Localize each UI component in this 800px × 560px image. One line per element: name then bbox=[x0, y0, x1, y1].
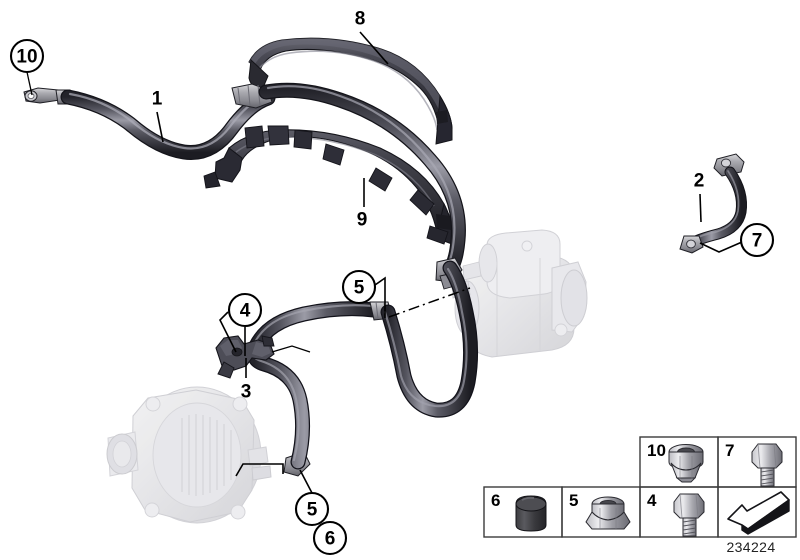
leader-5-bot-bracket bbox=[235, 463, 284, 477]
legend-number-4: 4 bbox=[647, 491, 657, 510]
callout-5-top[interactable]: 5 bbox=[341, 269, 377, 305]
rubber-cap-icon bbox=[515, 495, 547, 532]
callout-5-top-label: 5 bbox=[354, 278, 365, 299]
legend-cell-4[interactable]: 4 bbox=[647, 491, 705, 537]
part-2-ground-strap bbox=[679, 153, 747, 254]
callout-3-label: 3 bbox=[241, 382, 252, 403]
arrow-direction-icon bbox=[727, 491, 790, 535]
legend-number-6: 6 bbox=[491, 491, 500, 510]
callout-5-bottom-label: 5 bbox=[307, 500, 318, 521]
callout-9-label: 9 bbox=[357, 210, 368, 231]
callout-2-label: 2 bbox=[694, 171, 705, 192]
callout-6[interactable]: 6 bbox=[312, 520, 348, 556]
callout-8[interactable]: 8 bbox=[355, 9, 366, 30]
leader-3-pointer bbox=[271, 345, 311, 353]
alternator-ghost bbox=[106, 386, 272, 524]
callout-10-label: 10 bbox=[16, 47, 37, 68]
leader-2 bbox=[699, 193, 702, 223]
leader-5-bot bbox=[299, 469, 313, 494]
diagram-id-number: 234224 bbox=[726, 539, 775, 555]
legend-cell-10[interactable]: 10 bbox=[647, 441, 704, 483]
legend-cell-arrow[interactable] bbox=[727, 491, 790, 535]
callout-7[interactable]: 7 bbox=[739, 222, 775, 258]
hex-bolt-icon-7 bbox=[751, 443, 783, 487]
leader-5-top bbox=[374, 276, 386, 318]
leader-4-bracket bbox=[219, 311, 237, 353]
part-9-cable-channel bbox=[203, 125, 454, 245]
callout-6-label: 6 bbox=[325, 529, 336, 550]
leader-10 bbox=[26, 71, 33, 96]
leader-lines bbox=[26, 31, 743, 494]
callout-8-label: 8 bbox=[355, 9, 366, 30]
callout-5-bottom[interactable]: 5 bbox=[294, 491, 330, 527]
leader-1 bbox=[156, 111, 164, 143]
hex-bolt-icon-4 bbox=[673, 493, 705, 537]
leader-5-top-dash bbox=[388, 287, 471, 318]
leader-7 bbox=[699, 241, 743, 253]
legend-number-5: 5 bbox=[569, 491, 578, 510]
legend-cell-6[interactable]: 6 bbox=[491, 491, 547, 532]
callout-3[interactable]: 3 bbox=[241, 382, 252, 403]
callout-10[interactable]: 10 bbox=[9, 38, 45, 74]
callout-9[interactable]: 9 bbox=[357, 210, 368, 231]
legend-number-10: 10 bbox=[647, 441, 666, 460]
callout-1[interactable]: 1 bbox=[152, 89, 163, 110]
leader-8 bbox=[359, 31, 389, 65]
callout-2[interactable]: 2 bbox=[694, 171, 705, 192]
flange-nut-icon bbox=[585, 496, 631, 530]
callout-4[interactable]: 4 bbox=[227, 292, 263, 328]
legend-cell-5[interactable]: 5 bbox=[569, 491, 631, 530]
legend-cell-7[interactable]: 7 bbox=[725, 441, 783, 487]
legend-table: 10 7 bbox=[483, 436, 797, 555]
callout-7-label: 7 bbox=[752, 231, 763, 252]
part-1-battery-cable bbox=[23, 82, 466, 290]
part-8-cable-duct bbox=[248, 37, 453, 145]
starter-motor-ghost bbox=[451, 229, 588, 358]
legend-number-7: 7 bbox=[725, 441, 734, 460]
callout-1-label: 1 bbox=[152, 89, 163, 110]
flange-nut-tall-icon bbox=[668, 444, 704, 483]
callout-4-label: 4 bbox=[240, 301, 251, 322]
